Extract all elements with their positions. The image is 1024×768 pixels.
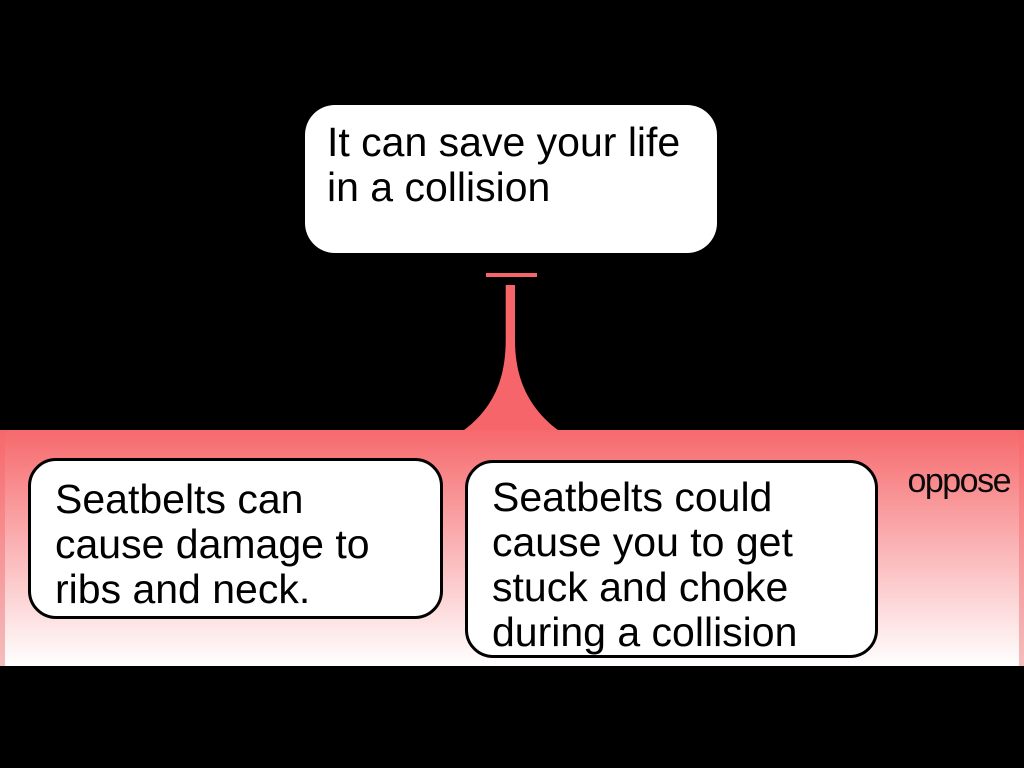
parent-claim-box[interactable]: It can save your life in a collision: [305, 105, 717, 253]
connector-bar: [486, 273, 537, 277]
objection-box-1[interactable]: Seatbelts can cause damage to ribs and n…: [28, 458, 443, 619]
region-left-edge: [0, 430, 5, 666]
objection-2-text: Seatbelts could cause you to get stuck a…: [492, 474, 798, 655]
connector-trumpet-stem: [460, 285, 562, 433]
parent-claim-text: It can save your life in a collision: [327, 119, 681, 210]
objection-1-text: Seatbelts can cause damage to ribs and n…: [55, 476, 370, 612]
objection-box-2[interactable]: Seatbelts could cause you to get stuck a…: [465, 460, 878, 658]
region-right-edge: [1019, 430, 1024, 666]
oppose-label: oppose: [907, 462, 1011, 500]
